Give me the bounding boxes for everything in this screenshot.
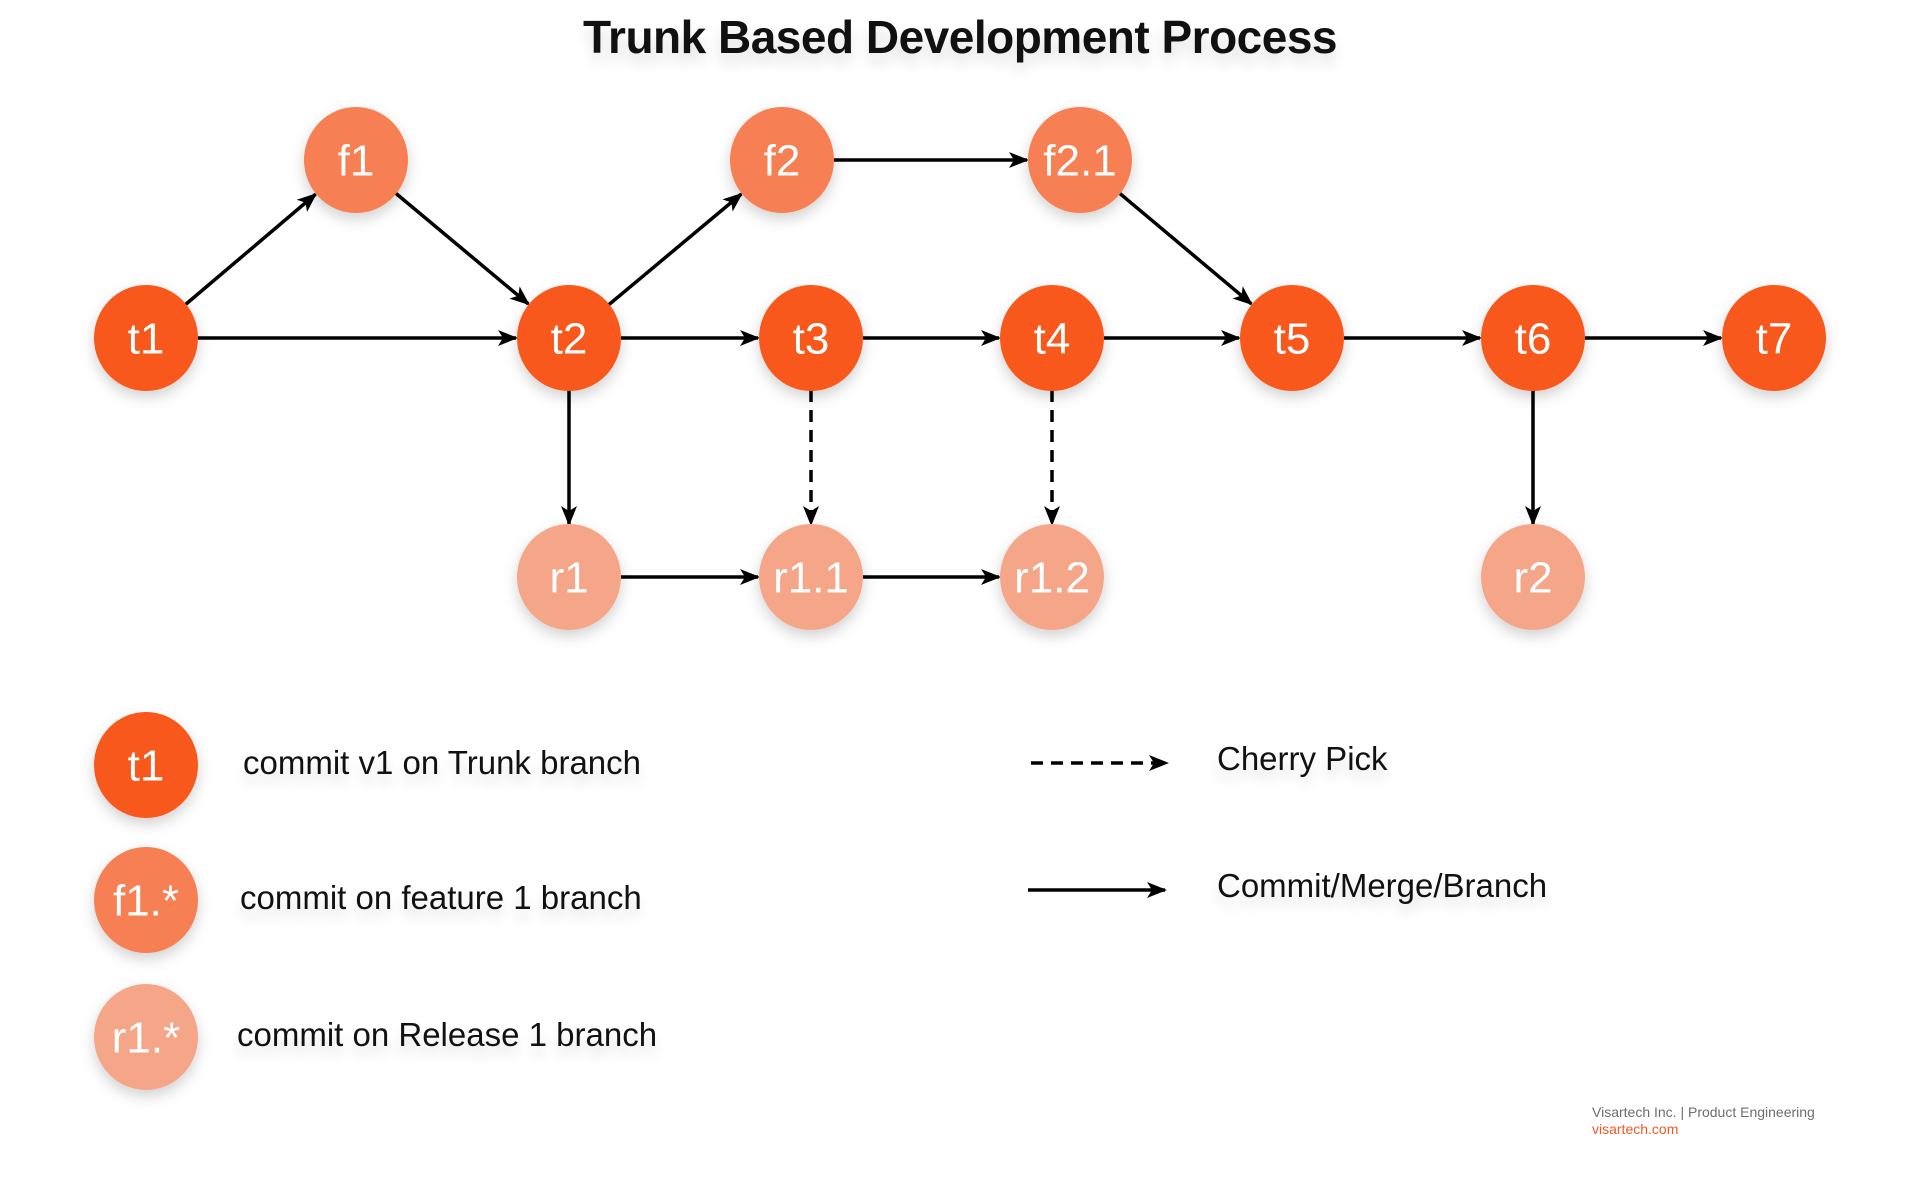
node-r1-label: r1 <box>549 554 588 603</box>
node-t3-circle <box>759 285 863 391</box>
node-t2: t2 <box>517 285 621 391</box>
node-t1: t1 <box>94 285 198 391</box>
node-t5-circle <box>1240 285 1344 391</box>
edge-f2-1-to-t5 <box>1118 192 1253 306</box>
node-r1-2-circle <box>1000 524 1104 630</box>
legend-node-feature-circle <box>94 847 198 953</box>
node-r1-circle <box>517 524 621 630</box>
node-t6: t6 <box>1481 285 1585 391</box>
node-t6-label: t6 <box>1515 315 1552 364</box>
legend-release-text: commit on Release 1 branch <box>237 1016 658 1053</box>
node-f2: f2 <box>730 107 834 213</box>
node-t3: t3 <box>759 285 863 391</box>
nodes-layer: t1 f1 t2 f2 f2.1 t3 t4 t5 t6 t7 r1 r1.1 r1.2 r2 <box>94 107 1826 630</box>
node-t7-circle <box>1722 285 1826 391</box>
node-t3-label: t3 <box>793 315 830 364</box>
edge-t1-to-f1 <box>184 192 318 306</box>
legend-trunk-text: commit v1 on Trunk branch <box>243 744 641 781</box>
node-t7-label: t7 <box>1756 315 1793 364</box>
node-r1-1-label: r1.1 <box>773 554 849 603</box>
node-t7: t7 <box>1722 285 1826 391</box>
node-r2-circle <box>1481 524 1585 630</box>
legend-node-release-circle <box>94 984 198 1090</box>
legend-node-trunk: t1 <box>94 712 198 818</box>
legend-feature-text: commit on feature 1 branch <box>240 879 642 916</box>
node-f2-label: f2 <box>764 137 801 186</box>
node-r1-2: r1.2 <box>1000 524 1104 630</box>
footer: Visartech Inc. | Product Engineering vis… <box>1592 1104 1815 1138</box>
node-r1-2-label: r1.2 <box>1014 554 1090 603</box>
node-f1: f1 <box>304 107 408 213</box>
edge-f1-to-t2 <box>394 192 530 306</box>
node-f1-circle <box>304 107 408 213</box>
legend-node-trunk-circle <box>94 712 198 818</box>
node-r1-1-circle <box>759 524 863 630</box>
node-f2-circle <box>730 107 834 213</box>
edges-layer <box>184 152 1723 585</box>
legend-cherry-pick-text: Cherry Pick <box>1217 740 1388 777</box>
legend-node-feature-label: f1.* <box>113 877 179 926</box>
diagram-title: Trunk Based Development Process <box>582 11 1338 63</box>
node-t1-label: t1 <box>128 315 165 364</box>
node-t4-label: t4 <box>1034 315 1071 364</box>
legend-node-feature: f1.* <box>94 847 198 953</box>
legend-node-release: r1.* <box>94 984 198 1090</box>
node-t2-label: t2 <box>551 315 588 364</box>
legend-commit-merge-branch-text: Commit/Merge/Branch <box>1217 867 1548 904</box>
footer-site-link[interactable]: visartech.com <box>1592 1121 1679 1137</box>
node-r1-1: r1.1 <box>759 524 863 630</box>
legend-node-release-label: r1.* <box>112 1014 180 1063</box>
node-f2-1: f2.1 <box>1028 107 1132 213</box>
legend-layer: t1 f1.* r1.* <box>94 712 1169 1090</box>
node-t5: t5 <box>1240 285 1344 391</box>
node-r2: r2 <box>1481 524 1585 630</box>
node-t4-circle <box>1000 285 1104 391</box>
node-f2-1-label: f2.1 <box>1043 137 1116 186</box>
node-f2-1-circle <box>1028 107 1132 213</box>
node-f1-label: f1 <box>338 137 375 186</box>
edge-t2-to-f2 <box>607 192 743 306</box>
footer-company: Visartech Inc. | Product Engineering <box>1592 1104 1815 1120</box>
legend-node-trunk-label: t1 <box>128 742 165 791</box>
node-t1-circle <box>94 285 198 391</box>
node-t6-circle <box>1481 285 1585 391</box>
node-t5-label: t5 <box>1274 315 1311 364</box>
node-t4: t4 <box>1000 285 1104 391</box>
node-r2-label: r2 <box>1513 554 1552 603</box>
node-t2-circle <box>517 285 621 391</box>
node-r1: r1 <box>517 524 621 630</box>
